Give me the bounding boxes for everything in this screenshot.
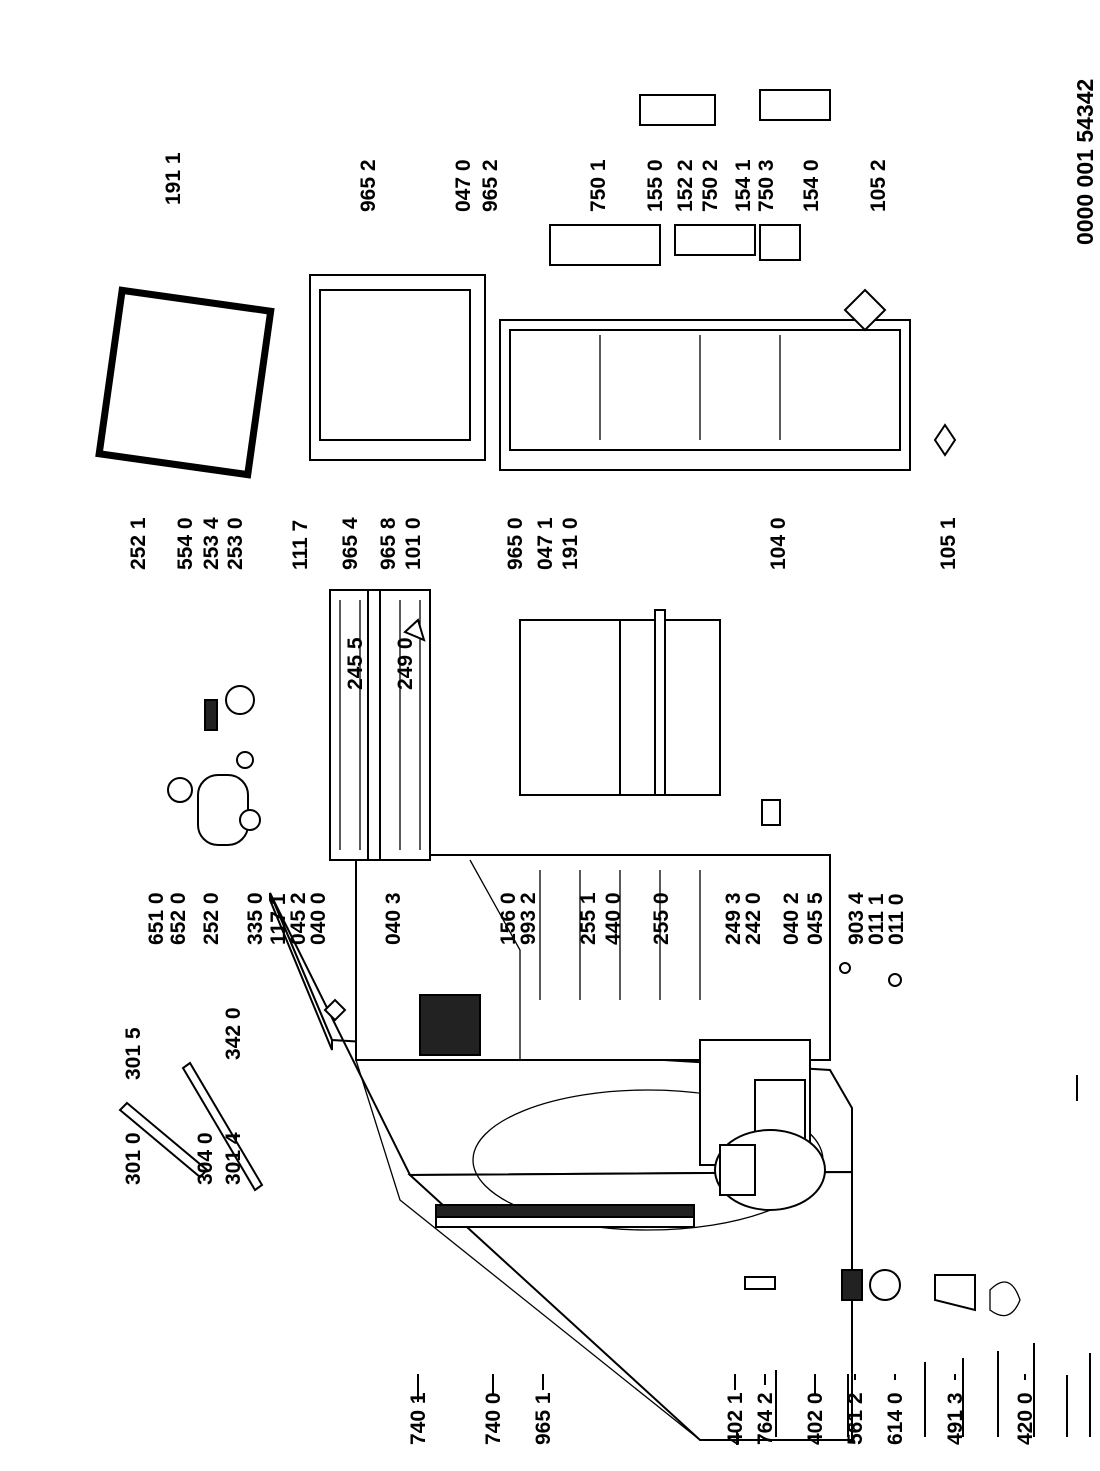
label-491-3: 491 3 [944,1392,967,1445]
label-335-0: 335 0 [244,892,267,945]
small-components [744,1269,1021,1317]
leader-lines [736,1075,1091,1445]
label-249-3: 249 3 [722,892,745,945]
lamp-parts [167,685,255,803]
label-965-8: 965 8 [377,517,400,570]
door-gasket [95,286,275,479]
cabinet [269,854,853,1441]
label-965-0: 965 0 [504,517,527,570]
label-255-1: 255 1 [577,892,600,945]
label-117-1: 117 1 [267,893,290,945]
label-252-1: 252 1 [127,517,150,570]
label-554-0: 554 0 [174,517,197,570]
label-652-0: 652 0 [167,892,190,945]
label-191-1: 191 1 [162,152,185,205]
label-965-1: 965 1 [532,1392,555,1445]
label-903-4: 903 4 [845,892,868,945]
label-156-0: 156 0 [497,892,520,945]
label-040-3: 040 3 [382,892,405,945]
label-750-3: 750 3 [755,159,778,212]
reference-number: 0000 001 54342 [1072,79,1098,245]
label-252-0: 252 0 [200,892,223,945]
label-750-2: 750 2 [699,159,722,212]
label-301-5: 301 5 [122,1027,145,1080]
label-561-2: 561 2 [844,1392,867,1445]
label-253-0: 253 0 [224,517,247,570]
label-965-4: 965 4 [339,517,362,570]
label-301-0: 301 0 [122,1132,145,1185]
freezer-door [309,274,486,461]
label-420-0: 420 0 [1014,1392,1037,1445]
door-racks [549,89,831,266]
label-045-5: 045 5 [804,892,827,945]
label-614-0: 614 0 [884,1392,907,1445]
label-ticks [417,1374,1026,1402]
label-105-1: 105 1 [937,517,960,570]
label-402-1: 402 1 [724,1392,747,1445]
label-764-2: 764 2 [754,1392,777,1445]
label-047-1: 047 1 [534,517,557,570]
label-965-2-b: 965 2 [479,159,502,212]
wire-shelf [329,589,431,861]
label-154-1: 154 1 [732,159,755,212]
label-011-1: 011 1 [865,893,888,945]
label-191-0: 191 0 [559,517,582,570]
label-040-2: 040 2 [780,892,803,945]
top-trim [118,1061,264,1192]
compressor [714,1129,826,1211]
label-253-4: 253 4 [200,517,223,570]
label-342-0: 342 0 [222,1007,245,1060]
label-011-0: 011 0 [885,894,908,945]
label-040-0: 040 0 [307,892,330,945]
label-740-0: 740 0 [482,1392,505,1445]
label-750-1: 750 1 [587,159,610,212]
label-249-0: 249 0 [394,637,417,690]
label-993-2: 993 2 [517,892,540,945]
label-101-0: 101 0 [402,517,425,570]
hardware [323,288,957,1022]
label-242-0: 242 0 [742,892,765,945]
glass-shelves [519,609,721,796]
label-045-2: 045 2 [287,892,310,945]
label-255-0: 255 0 [650,892,673,945]
label-651-0: 651 0 [145,892,168,945]
label-440-0: 440 0 [602,892,625,945]
fridge-door [499,319,911,471]
condenser [435,1204,695,1228]
control-housing [197,751,261,846]
label-402-0: 402 0 [804,1392,827,1445]
label-740-1: 740 1 [407,1392,430,1445]
label-105-2: 105 2 [867,159,890,212]
label-104-0: 104 0 [767,517,790,570]
label-047-0: 047 0 [452,159,475,212]
label-111-7: 111 7 [289,520,312,570]
label-301-4: 301 4 [222,1132,245,1185]
label-965-2-a: 965 2 [357,159,380,212]
label-155-0: 155 0 [644,159,667,212]
label-152-2: 152 2 [674,159,697,212]
label-154-0: 154 0 [800,159,823,212]
label-304-0: 304 0 [194,1132,217,1185]
label-245-5: 245 5 [344,637,367,690]
part-labels: 740 1 740 0 965 1 402 1 764 2 402 0 561 … [122,79,1098,1445]
